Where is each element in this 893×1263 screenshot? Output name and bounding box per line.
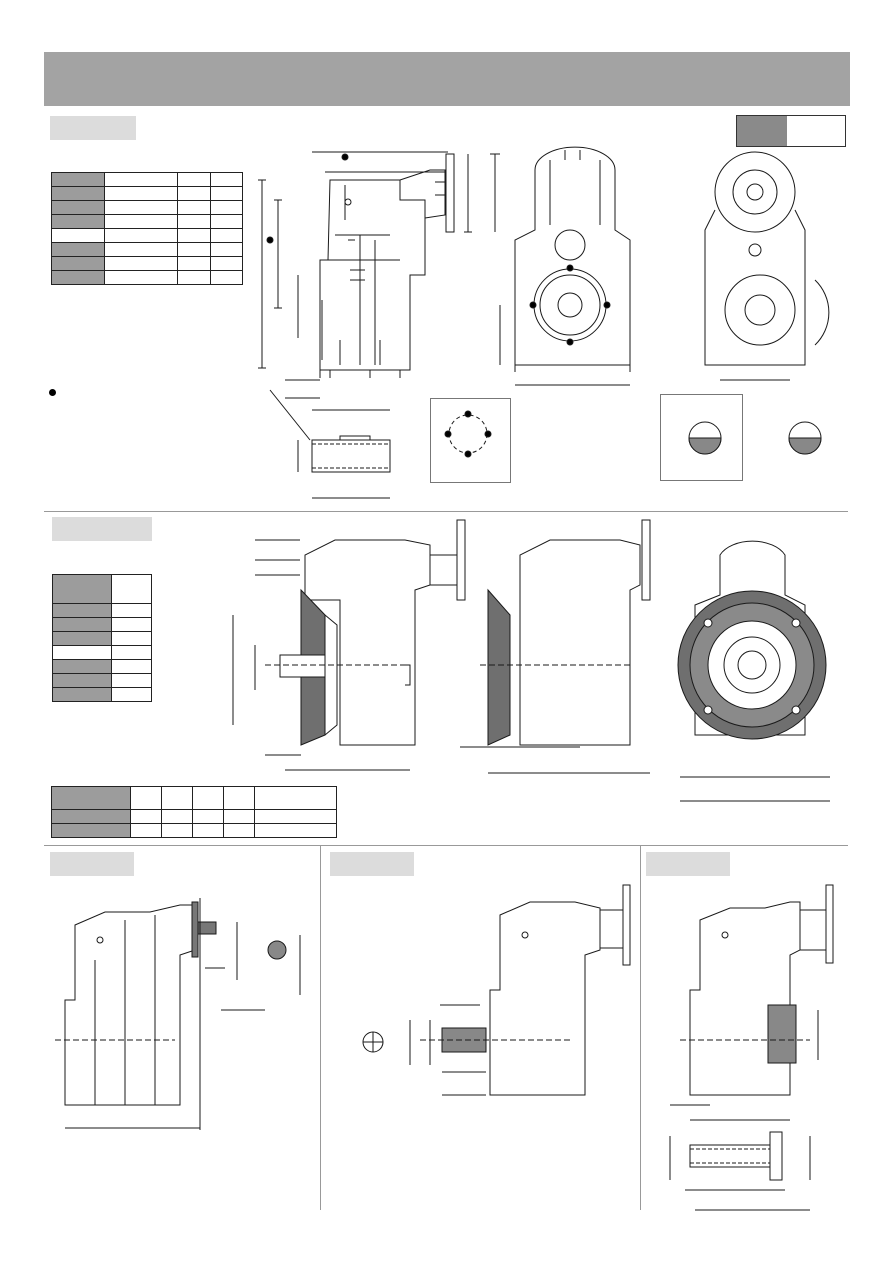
table-row: [51, 172, 243, 187]
divider-v-1: [320, 845, 321, 1210]
table-row: [52, 659, 152, 674]
table-row: [52, 645, 152, 660]
dimension-table-2: [52, 574, 152, 702]
front-view-drawing: [505, 140, 645, 390]
section-tag-shrink-disc: [646, 852, 730, 876]
divider-2: [44, 845, 848, 846]
flange-front-view: [675, 515, 835, 805]
table-row: [52, 574, 152, 604]
table-row: [51, 200, 243, 215]
table-row: [51, 823, 337, 838]
flange-side-view-1: [225, 515, 475, 785]
table-row: [51, 214, 243, 229]
page-title-band: [44, 52, 850, 106]
section-tag-flange-mount: [52, 517, 152, 541]
table-row: [51, 786, 337, 810]
bolt-pattern-detail: [430, 398, 512, 484]
table-row: [52, 687, 152, 702]
legend-dark-swatch: [737, 116, 787, 146]
keyway-detail-1: [660, 394, 744, 482]
dimension-table-3: [51, 786, 337, 838]
table-row: [51, 186, 243, 201]
divider-v-2: [640, 845, 641, 1210]
table-row: [51, 242, 243, 257]
table-row: [52, 673, 152, 688]
table-row: [52, 631, 152, 646]
note-bullet: [49, 389, 56, 396]
table-row: [51, 256, 243, 271]
table-row: [51, 228, 243, 243]
table-row: [52, 617, 152, 632]
divider-1: [44, 511, 848, 512]
section-tag-torque-arm: [50, 852, 134, 876]
section-tag-main-dimensions: [50, 116, 136, 140]
table-row: [51, 270, 243, 285]
section-tag-solid-shaft: [330, 852, 414, 876]
table-row: [51, 809, 337, 824]
dimension-table-1: [51, 172, 243, 285]
rear-view-drawing: [690, 150, 840, 390]
side-view-drawing: [250, 140, 510, 510]
torque-arm-drawing: [55, 880, 315, 1140]
legend-box: [736, 115, 846, 147]
table-row: [52, 603, 152, 618]
keyway-detail-2: [770, 404, 830, 474]
flange-side-view-2: [460, 515, 660, 785]
shrink-disc-drawing: [650, 880, 840, 1210]
solid-shaft-drawing: [340, 880, 630, 1110]
